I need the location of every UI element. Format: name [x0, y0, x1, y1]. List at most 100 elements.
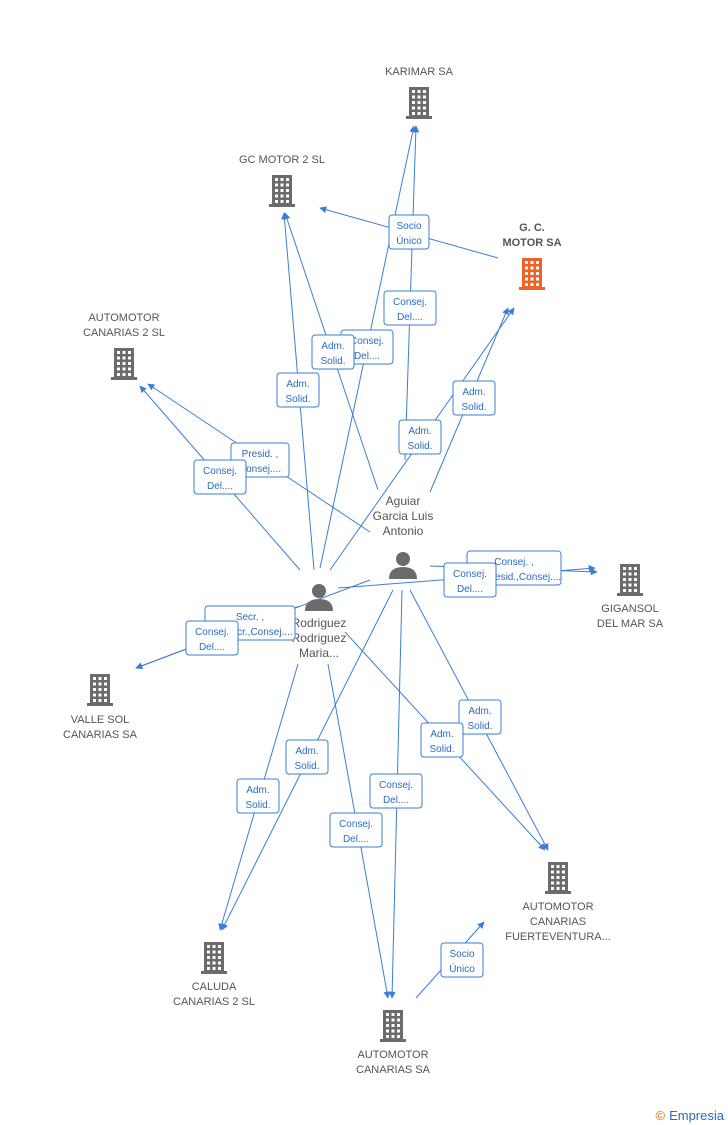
- relation-label-text: Adm.: [468, 706, 491, 717]
- relation-label[interactable]: Adm. Solid.: [236, 778, 280, 814]
- company-label: CALUDA: [192, 981, 237, 993]
- relation-label-text: Consej. ,: [494, 557, 533, 568]
- relation-label-text: Adm.: [321, 341, 344, 352]
- relation-label-text: Del....: [457, 584, 483, 595]
- person-label: Antonio: [383, 524, 424, 538]
- relation-label-text: Consej.: [350, 336, 384, 347]
- relation-label-text: Único: [396, 234, 422, 247]
- relation-label-text: Adm.: [430, 729, 453, 740]
- company-label: CANARIAS 2 SL: [83, 327, 165, 339]
- company-node-gigansol[interactable]: GIGANSOL DEL MAR SA: [597, 564, 664, 630]
- relation-label-text: Del....: [354, 351, 380, 362]
- building-icon: [617, 564, 643, 596]
- company-node-automotorfv[interactable]: AUTOMOTORCANARIASFUERTEVENTURA...: [505, 862, 611, 943]
- relation-label-text: Del....: [343, 834, 369, 845]
- relation-label-text: Vicepresid.,Consej....: [467, 572, 561, 583]
- company-label: CANARIAS: [530, 916, 586, 928]
- relation-label[interactable]: Adm. Solid.: [452, 380, 496, 416]
- relation-label-text: Del....: [397, 312, 423, 323]
- relation-label[interactable]: Consej. Del....: [383, 290, 437, 326]
- copyright-symbol: ©: [655, 1108, 666, 1123]
- relation-label-text: Consej.: [393, 297, 427, 308]
- company-label: G. C.: [519, 222, 545, 234]
- relation-label-text: Adm.: [286, 379, 309, 390]
- company-label: VALLE SOL: [71, 714, 130, 726]
- company-node-karimar[interactable]: KARIMAR SA: [385, 66, 454, 119]
- relation-label-text: Presid. ,: [242, 449, 279, 460]
- person-label: Rodriguez: [292, 616, 347, 630]
- building-icon: [87, 674, 113, 706]
- relation-label[interactable]: Adm. Solid.: [458, 699, 502, 735]
- relation-label-text: Del....: [199, 642, 225, 653]
- relation-label-text: Único: [449, 962, 475, 975]
- relation-label-text: Consej.: [339, 819, 373, 830]
- relation-label[interactable]: Consej.Del....: [369, 773, 423, 809]
- person-label: Garcia Luis: [373, 509, 434, 523]
- nodes: KARIMAR SA GC MOTOR 2 SL G. C. MOTOR SA AUTO…: [63, 66, 664, 1076]
- relation-label-text: Consej....: [239, 464, 281, 475]
- relation-label[interactable]: Adm. Solid.: [285, 739, 329, 775]
- empresia-credit[interactable]: ©Empresia: [655, 1108, 724, 1123]
- relation-label-text: Consej.: [203, 466, 237, 477]
- relation-label-text: Del....: [207, 481, 233, 492]
- relation-label-text: Solid.: [429, 744, 454, 755]
- company-label: CANARIAS SA: [63, 729, 138, 741]
- person-icon: [389, 552, 417, 579]
- relation-label-text: Adm.: [295, 746, 318, 757]
- company-node-caluda[interactable]: CALUDA CANARIAS 2 SL: [173, 942, 255, 1008]
- relation-label-text: Socio: [396, 221, 421, 232]
- company-node-gcmotor2[interactable]: GC MOTOR 2 SL: [239, 154, 325, 207]
- relation-label-text: Adm.: [462, 387, 485, 398]
- person-icon: [305, 584, 333, 611]
- person-node-rodriguez[interactable]: RodriguezRodriguezMaria...: [292, 584, 347, 660]
- company-label: FUERTEVENTURA...: [505, 931, 611, 943]
- building-icon: [545, 862, 571, 894]
- company-node-gcmotor[interactable]: G. C. MOTOR SA: [502, 222, 562, 290]
- building-icon: [269, 175, 295, 207]
- relation-label-text: Adm.: [408, 426, 431, 437]
- building-icon: [380, 1010, 406, 1042]
- building-icon: [406, 87, 432, 119]
- relation-label-text: Socio: [449, 949, 474, 960]
- building-icon: [519, 258, 545, 290]
- relation-label[interactable]: Consej. Del....: [193, 459, 247, 495]
- relation-label-text: Adm.: [246, 785, 269, 796]
- relation-label[interactable]: Consej.Del....: [185, 620, 239, 656]
- person-label: Rodriguez: [292, 631, 347, 645]
- company-label: GC MOTOR 2 SL: [239, 154, 325, 166]
- relation-label-text: Solid.: [245, 800, 270, 811]
- edge-labels: SocioÚnicoConsej.Del....Consej.Del....Ad…: [185, 214, 562, 978]
- relation-label-text: Solid.: [461, 402, 486, 413]
- company-node-automotor2[interactable]: AUTOMOTOR CANARIAS 2 SL: [83, 312, 165, 380]
- relation-label[interactable]: Consej. Del....: [329, 812, 383, 848]
- company-label: AUTOMOTOR: [357, 1049, 428, 1061]
- company-label: GIGANSOL: [601, 603, 658, 615]
- relation-label[interactable]: Adm. Solid.: [276, 372, 320, 408]
- company-label: DEL MAR SA: [597, 618, 664, 630]
- building-icon: [201, 942, 227, 974]
- person-label: Aguiar: [386, 494, 421, 508]
- relation-label-text: Solid.: [285, 394, 310, 405]
- relation-label-text: Solid.: [294, 761, 319, 772]
- brand-logo-text: Empresia: [669, 1108, 724, 1123]
- relation-label[interactable]: Adm. Solid.: [311, 334, 355, 370]
- relation-label-text: Solid.: [467, 721, 492, 732]
- relation-label[interactable]: Consej.Del....: [443, 562, 497, 598]
- relation-label-text: Vicesecr.,Consej....: [207, 627, 292, 638]
- relation-label[interactable]: Adm. Solid.: [420, 722, 464, 758]
- relation-label[interactable]: Adm. Solid.: [398, 419, 442, 455]
- company-label: AUTOMOTOR: [88, 312, 159, 324]
- relation-label-text: Secr. ,: [236, 612, 264, 623]
- company-node-vallesol[interactable]: VALLE SOL CANARIAS SA: [63, 674, 138, 741]
- relation-label-text: Solid.: [320, 356, 345, 367]
- relation-label-text: Consej.: [379, 780, 413, 791]
- company-label: CANARIAS 2 SL: [173, 996, 255, 1008]
- relation-label-text: Solid.: [407, 441, 432, 452]
- building-icon: [111, 348, 137, 380]
- company-label: MOTOR SA: [502, 237, 561, 249]
